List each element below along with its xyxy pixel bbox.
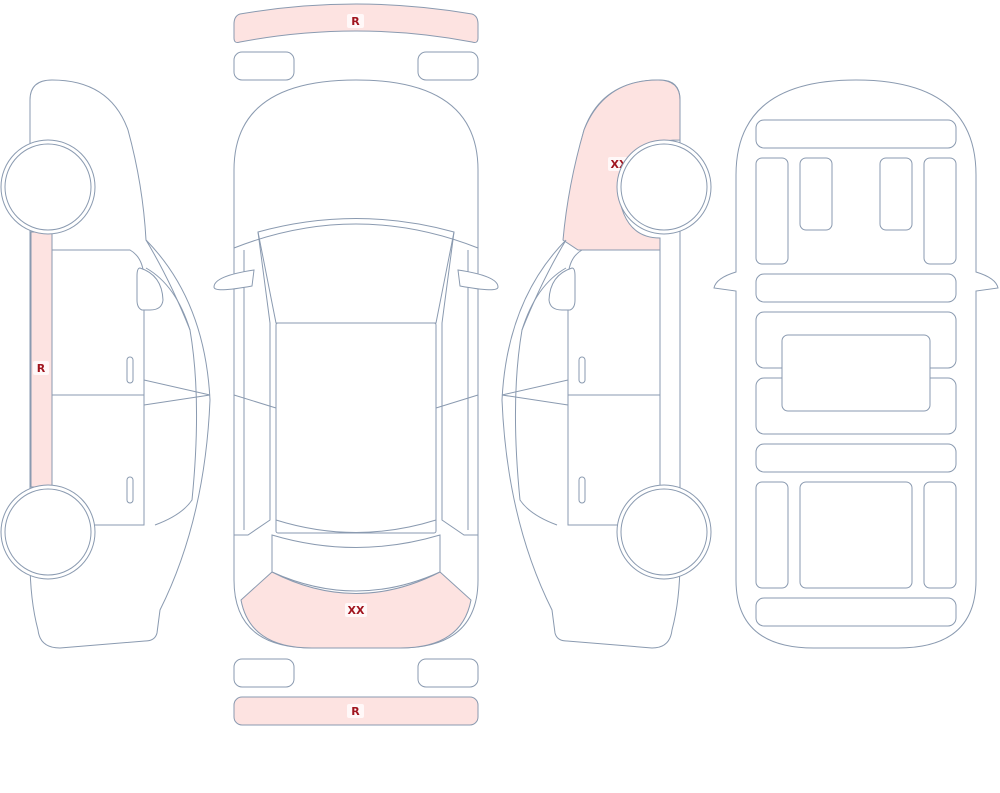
panel-rear[interactable]	[755, 597, 957, 627]
right-side-view: XX	[501, 79, 712, 649]
panel-rear-top[interactable]	[755, 443, 957, 473]
roof-bar-bottom[interactable]: R	[233, 696, 479, 726]
windshield[interactable]	[257, 218, 455, 324]
wheel-right-rear[interactable]	[616, 139, 712, 235]
mirror-left-top[interactable]	[233, 51, 295, 81]
door-handle-front[interactable]	[126, 356, 134, 384]
door-handle-front-right[interactable]	[578, 356, 586, 384]
panel-right-rear[interactable]	[923, 481, 957, 589]
door-handle-rear[interactable]	[126, 476, 134, 504]
roof-bar-top-label: R	[351, 15, 360, 28]
panel-left-rear[interactable]	[755, 481, 789, 589]
side-mirror-right-view[interactable]	[548, 267, 576, 311]
wheel-left-front[interactable]	[0, 139, 96, 235]
panel-seat-left[interactable]	[799, 157, 833, 231]
top-view: R XX R	[213, 3, 499, 726]
mirror-left-bottom[interactable]	[233, 658, 295, 688]
panel-seat-right[interactable]	[879, 157, 913, 231]
panel-left-front[interactable]	[755, 157, 789, 265]
left-side-view: R	[0, 79, 211, 649]
mirror-right-top[interactable]	[417, 51, 479, 81]
side-mirror-right[interactable]	[457, 269, 499, 291]
roof-bar-bottom-label: R	[351, 705, 360, 718]
side-mirror-left[interactable]	[213, 269, 255, 291]
wheel-right-front[interactable]	[616, 484, 712, 580]
roof[interactable]	[275, 322, 437, 534]
interior-view	[713, 79, 999, 649]
panel-front[interactable]	[755, 119, 957, 149]
bumper-rear-label: XX	[348, 604, 365, 617]
panel-right-front[interactable]	[923, 157, 957, 265]
side-mirror-left-view[interactable]	[136, 267, 164, 311]
panel-center[interactable]	[781, 334, 931, 412]
door-handle-rear-right[interactable]	[578, 476, 586, 504]
panel-trunk[interactable]	[799, 481, 913, 589]
bumper-rear[interactable]: XX	[240, 571, 472, 649]
mirror-right-bottom[interactable]	[417, 658, 479, 688]
left-sill[interactable]: R	[30, 231, 53, 488]
roof-bar-top[interactable]: R	[233, 3, 479, 43]
wheel-left-rear[interactable]	[0, 484, 96, 580]
left-sill-label: R	[37, 362, 46, 375]
panel-dash[interactable]	[755, 273, 957, 303]
